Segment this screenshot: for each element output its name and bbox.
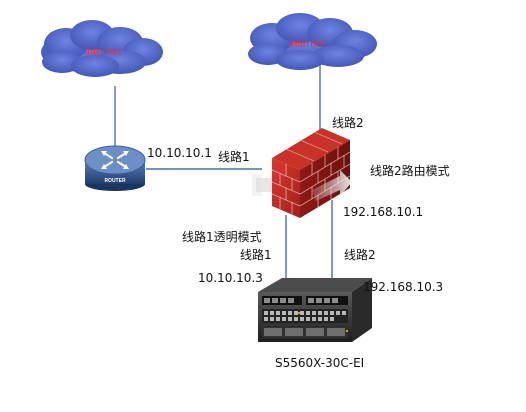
cloud-left-label: internet xyxy=(85,46,122,58)
line2-top-label: 线路2 xyxy=(332,116,364,130)
switch-ip-line1-label: 10.10.10.3 xyxy=(198,271,263,285)
line1-top-label: 线路1 xyxy=(218,150,250,164)
switch-icon xyxy=(258,278,372,342)
firewall-icon xyxy=(252,128,352,218)
switch-model-label: S5560X-30C-EI xyxy=(275,356,365,370)
links xyxy=(114,62,333,282)
switch-ip-line2-label: 192.168.10.3 xyxy=(363,280,444,294)
router-ip-label: 10.10.10.1 xyxy=(147,146,212,160)
line2-mode-label: 线路2路由模式 xyxy=(370,164,450,178)
line1-bottom-label: 线路1 xyxy=(240,248,272,262)
firewall-ip-label: 192.168.10.1 xyxy=(343,205,424,219)
cloud-right-label: internet xyxy=(289,38,326,50)
line2-bottom-label: 线路2 xyxy=(344,248,376,262)
router-label: ROUTER xyxy=(104,178,126,184)
line1-mode-label: 线路1透明模式 xyxy=(182,230,262,244)
router-icon: ROUTER xyxy=(84,145,146,191)
internet-cloud-left: internet xyxy=(41,20,163,77)
internet-cloud-right: internet xyxy=(248,13,377,70)
